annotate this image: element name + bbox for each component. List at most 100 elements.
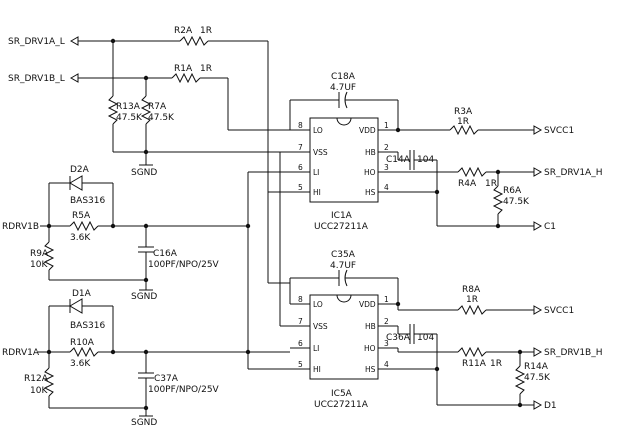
net-label-sr-drv1b-h: SR_DRV1B_H xyxy=(544,348,602,358)
c14a-ref: C14A xyxy=(386,155,411,165)
r14a-value: 47.5K xyxy=(524,373,551,383)
rdrv1b-input: RDRV1B R5A 3.6K D2A BAS316 R9A 10K C16A xyxy=(2,165,248,302)
c35a-capacitor: C35A 4.7UF xyxy=(289,250,399,304)
r11a-value: 1R xyxy=(490,359,502,369)
r12a-ref: R12A xyxy=(24,374,49,384)
net-label-svcc1-bot: SVCC1 xyxy=(544,306,574,316)
ic5a-pin1-name: VDD xyxy=(359,300,376,309)
r5a-value: 3.6K xyxy=(70,233,91,243)
r10a-ref: R10A xyxy=(70,338,95,348)
ic5a-pin8-num: 8 xyxy=(298,295,303,304)
c37a-ref: C37A xyxy=(154,374,179,384)
rdrv1a-input: RDRV1A R10A 3.6K D1A BAS316 R12A 10K C3 xyxy=(2,192,290,428)
ic1a-pin4-num: 4 xyxy=(384,183,389,192)
ic1a-pin3-name: HO xyxy=(364,168,376,177)
c36a-ref: C36A xyxy=(386,333,411,343)
ic5a-pin2-name: HB xyxy=(365,322,376,331)
ic5a-pin4-num: 4 xyxy=(384,360,389,369)
c18a-value: 4.7UF xyxy=(330,83,356,93)
r2a-value: 1R xyxy=(200,26,212,36)
ic1a-part: UCC27211A xyxy=(314,222,369,232)
ic5a-pin7-num: 7 xyxy=(298,317,303,326)
ic5a-pin3-num: 3 xyxy=(384,339,389,348)
c35a-ref: C35A xyxy=(331,250,356,260)
ic5a-right-nets: SVCC1 R8A 1R C36A 104 SR_DRV1B_H R11A 1R… xyxy=(386,285,602,411)
sgnd-label-top: SGND xyxy=(131,168,157,178)
r12a-value: 10K xyxy=(30,386,48,396)
top-left-nets: SR_DRV1A_L R2A 1R SR_DRV1B_L R1A 1R R13A… xyxy=(8,26,291,304)
net-label-rdrv1a: RDRV1A xyxy=(2,348,40,358)
c18a-ref: C18A xyxy=(331,72,356,82)
output-arrow xyxy=(69,73,79,83)
ic1a: 8 LO 7 VSS 6 LI 5 HI 1 VDD 2 HB 3 HO 4 H… xyxy=(290,117,398,232)
r4a-ref: R4A xyxy=(458,179,477,189)
r13a-value: 47.5K xyxy=(116,113,143,123)
ic1a-pin7-name: VSS xyxy=(313,148,328,157)
ic1a-pin5-name: HI xyxy=(313,188,321,197)
ic1a-pin2-num: 2 xyxy=(384,143,389,152)
ic5a-pin6-num: 6 xyxy=(298,339,303,348)
ic1a-pin8-num: 8 xyxy=(298,121,303,130)
ic5a-pin1-num: 1 xyxy=(384,295,389,304)
r9a-ref: R9A xyxy=(30,249,49,259)
ic5a-pin2-num: 2 xyxy=(384,317,389,326)
net-label-svcc1-top: SVCC1 xyxy=(544,126,574,136)
c16a-value: 100PF/NPO/25V xyxy=(148,260,220,270)
c16a-ref: C16A xyxy=(153,249,178,259)
ic1a-pin1-name: VDD xyxy=(359,126,376,135)
r8a-value: 1R xyxy=(466,295,478,305)
ic1a-pin7-num: 7 xyxy=(298,143,303,152)
ic1a-pin5-num: 5 xyxy=(298,183,303,192)
ic1a-ref: IC1A xyxy=(331,211,353,221)
ic1a-pin1-num: 1 xyxy=(384,121,389,130)
c35a-value: 4.7UF xyxy=(330,261,356,271)
net-label-c1: C1 xyxy=(544,222,556,232)
net-label-sr-drv1a-h: SR_DRV1A_H xyxy=(544,168,602,178)
r8a-ref: R8A xyxy=(462,285,481,295)
r1a-value: 1R xyxy=(200,64,212,74)
r3a-value: 1R xyxy=(457,117,469,127)
d1a-ref: D1A xyxy=(72,289,92,299)
r7a-value: 47.5K xyxy=(148,113,175,123)
output-arrow xyxy=(69,36,79,46)
r10a-value: 3.6K xyxy=(70,359,91,369)
ic1a-pin6-name: LI xyxy=(313,168,319,177)
d1a-value: BAS316 xyxy=(70,321,105,331)
net-label-d1: D1 xyxy=(544,401,557,411)
c37a-value: 100PF/NPO/25V xyxy=(148,385,220,395)
ic1a-pin2-name: HB xyxy=(365,148,376,157)
ic5a-pin6-name: LI xyxy=(313,344,319,353)
ic5a-pin5-num: 5 xyxy=(298,360,303,369)
r11a-ref: R11A xyxy=(462,359,487,369)
d2a-value: BAS316 xyxy=(70,196,105,206)
c14a-value: 104 xyxy=(417,155,434,165)
ic1a-pin6-num: 6 xyxy=(298,163,303,172)
c36a-value: 104 xyxy=(417,333,434,343)
r6a-ref: R6A xyxy=(503,186,522,196)
r13a-ref: R13A xyxy=(116,102,141,112)
r3a-ref: R3A xyxy=(454,107,473,117)
sgnd-label-bot: SGND xyxy=(131,418,157,428)
ic-input-routing xyxy=(245,151,290,370)
sgnd-label-mid1: SGND xyxy=(131,292,157,302)
ic5a-pin3-name: HO xyxy=(364,344,376,353)
r9a-value: 10K xyxy=(30,260,48,270)
ic1a-right-nets: SVCC1 R3A 1R C14A 104 SR_DRV1A_H R4A 1R … xyxy=(386,107,602,232)
ic5a-pin4-name: HS xyxy=(365,365,376,374)
ic5a-pin7-name: VSS xyxy=(313,322,328,331)
r5a-ref: R5A xyxy=(72,211,91,221)
r2a-ref: R2A xyxy=(174,26,193,36)
r1a-ref: R1A xyxy=(174,64,193,74)
net-label-sr-drv1a-l: SR_DRV1A_L xyxy=(8,37,65,47)
c18a-capacitor: C18A 4.7UF xyxy=(289,72,399,130)
net-label-sr-drv1b-l: SR_DRV1B_L xyxy=(8,74,65,84)
ic5a: 8 LO 7 VSS 6 LI 5 HI 1 VDD 2 HB 3 HO 4 H… xyxy=(290,294,398,410)
d2a-ref: D2A xyxy=(70,165,90,175)
r4a-value: 1R xyxy=(485,179,497,189)
ic5a-pin8-name: LO xyxy=(313,300,323,309)
r6a-value: 47.5K xyxy=(503,197,530,207)
ic1a-pin8-name: LO xyxy=(313,126,323,135)
r7a-ref: R7A xyxy=(148,102,167,112)
r14a-ref: R14A xyxy=(524,362,549,372)
